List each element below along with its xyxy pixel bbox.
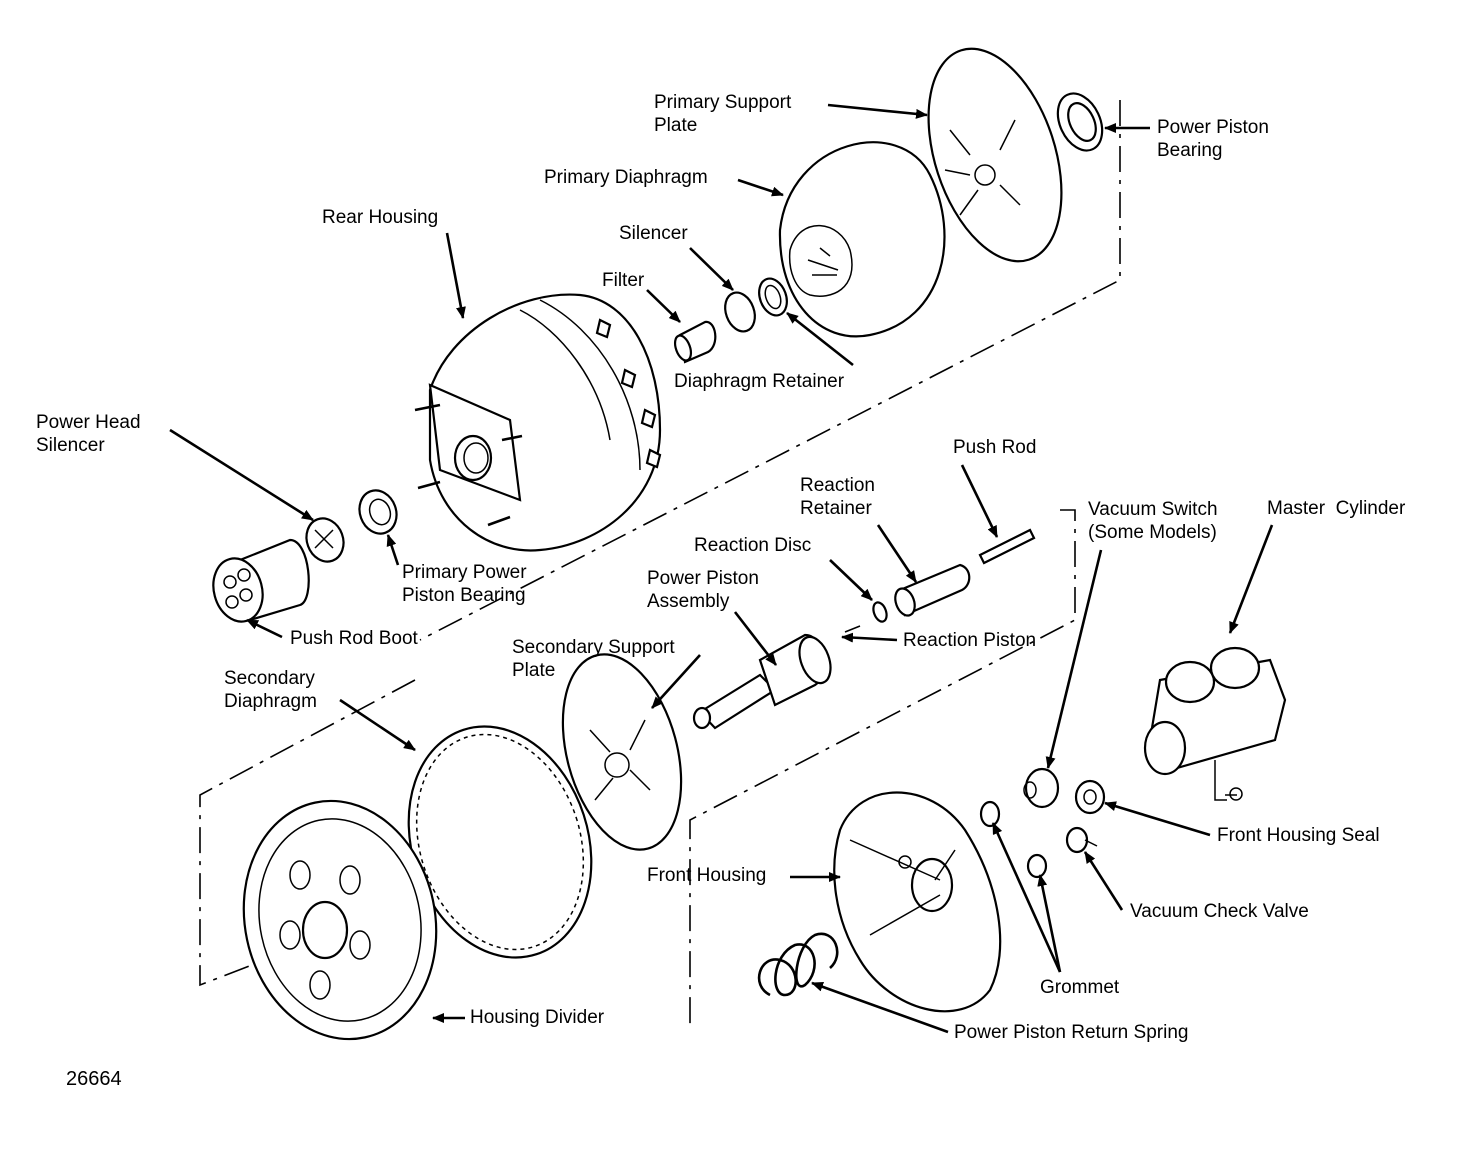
figure-number: 26664 — [66, 1068, 122, 1090]
label-front-housing: Front Housing — [647, 865, 767, 886]
label-primary-diaphragm: Primary Diaphragm — [544, 167, 708, 188]
push-rod-part — [978, 528, 1036, 565]
silencer-part — [724, 291, 756, 333]
label-power-piston-return-spring: Power Piston Return Spring — [954, 1022, 1189, 1043]
label-primary-support-plate: Primary Support Plate — [654, 92, 792, 136]
filter-part — [673, 320, 717, 364]
primary-power-piston-bearing-part — [358, 489, 398, 535]
grommet-parts — [979, 800, 1048, 879]
label-push-rod: Push Rod — [953, 437, 1037, 458]
master-cylinder-part — [1143, 646, 1287, 801]
label-vacuum-check-valve: Vacuum Check Valve — [1130, 901, 1309, 922]
label-secondary-diaphragm: Secondary Diaphragm — [224, 668, 317, 712]
front-housing-seal-part — [1074, 779, 1106, 815]
centerlines — [199, 100, 1121, 1025]
label-master-cylinder: Master Cylinder — [1267, 498, 1406, 519]
push-rod-boot-part — [212, 538, 310, 623]
return-spring-part — [757, 932, 839, 997]
power-piston-bearing — [1056, 92, 1104, 152]
label-power-head-silencer: Power Head Silencer — [36, 412, 141, 456]
reaction-disc-part — [872, 601, 888, 623]
power-head-silencer-part — [305, 517, 345, 563]
label-silencer: Silencer — [619, 223, 688, 244]
label-power-piston-assembly: Power Piston Assembly — [647, 568, 759, 612]
primary-diaphragm — [778, 141, 946, 338]
power-piston-assembly-part — [692, 625, 861, 730]
front-housing-part — [833, 791, 1002, 1013]
diaphragm-retainer-part — [758, 277, 788, 317]
label-housing-divider: Housing Divider — [470, 1007, 605, 1028]
primary-support-plate — [927, 47, 1063, 263]
housing-divider-part — [242, 799, 438, 1041]
label-primary-power-piston-bearing: Primary Power Piston Bearing — [402, 562, 527, 606]
label-diaphragm-retainer: Diaphragm Retainer — [674, 371, 845, 392]
label-power-piston-bearing: Power Piston Bearing — [1157, 117, 1269, 161]
label-filter: Filter — [602, 270, 645, 291]
vacuum-switch-part — [1023, 767, 1060, 809]
label-reaction-piston: Reaction Piston — [903, 630, 1037, 651]
label-secondary-support-plate: Secondary Support Plate — [512, 637, 675, 681]
vacuum-check-valve-part — [1065, 826, 1098, 854]
label-reaction-retainer: Reaction Retainer — [800, 475, 875, 519]
label-front-housing-seal: Front Housing Seal — [1217, 825, 1380, 846]
label-push-rod-boot: Push Rod Boot — [290, 628, 418, 649]
label-rear-housing: Rear Housing — [322, 207, 439, 228]
label-reaction-disc: Reaction Disc — [694, 535, 812, 556]
leader-arrows — [169, 103, 1274, 1034]
rear-housing — [414, 293, 662, 552]
label-grommet: Grommet — [1040, 977, 1120, 998]
label-vacuum-switch: Vacuum Switch (Some Models) — [1088, 499, 1218, 543]
reaction-retainer-part — [894, 563, 971, 617]
